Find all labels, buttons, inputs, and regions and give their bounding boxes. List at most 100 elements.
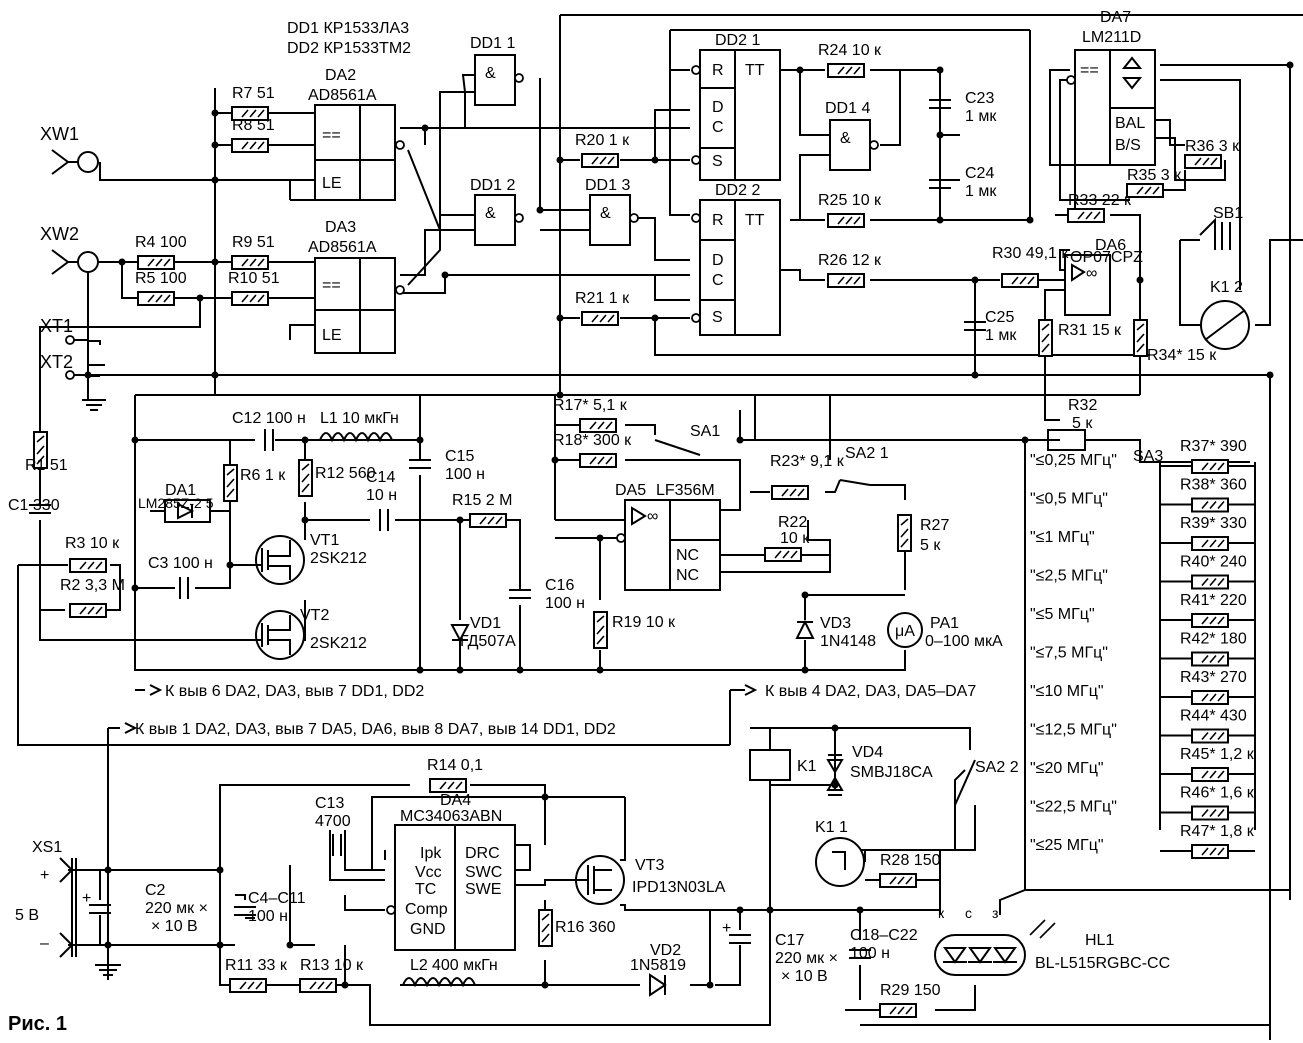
ic-da6: ∞ DA6 OP07CPZ <box>1064 237 1143 316</box>
da4-gnd: GND <box>410 921 446 938</box>
ic-da5: ∞ NC NC DA5 LF356M <box>615 482 721 591</box>
range-resistor <box>1191 536 1229 551</box>
vt1-part: 2SK212 <box>310 550 367 567</box>
resistor-r15-label: R15 2 М <box>452 492 512 509</box>
da7-ref: DA7 <box>1100 9 1131 26</box>
dd12-sym: & <box>485 205 496 222</box>
cap-label: C12 100 н <box>232 410 306 427</box>
dd22-c: C <box>712 272 724 289</box>
resistor-r34-label: R34* 15 к <box>1147 347 1217 364</box>
resistor-r28: R28 150 <box>879 852 941 888</box>
range-resistor-label: R38* 360 <box>1180 477 1247 494</box>
range-resistor <box>1191 459 1229 474</box>
range-resistor <box>1191 767 1229 782</box>
xw1-label: XW1 <box>40 124 79 144</box>
da3-ref: DA3 <box>325 219 356 236</box>
range-resistor <box>1191 574 1229 590</box>
resistor-r20-label: R20 1 к <box>575 132 630 149</box>
xs1-label: XS1 <box>32 839 62 856</box>
semiconductors: DA1 LM285Z-2 5 VT1 2SK212 VT2 2SK212 VD1… <box>138 482 1170 997</box>
resistor-r28-label: R28 150 <box>880 852 941 869</box>
da2-ref: DA2 <box>325 67 356 84</box>
da7-part: LM211D <box>1082 29 1141 46</box>
resistor-r14: R14 0,1 <box>427 757 483 793</box>
cap-ref: C14 <box>366 469 395 486</box>
cap-ref: C23 <box>965 90 994 107</box>
misc-components: μA PA1 0–100 мкА SB1 K1 2 K1 K1 1 SA1 SA… <box>15 205 1250 976</box>
l2-ref: L2 <box>410 957 428 974</box>
cap-ref: C4–C11 <box>248 890 306 907</box>
cap-value: 4700 <box>315 813 351 830</box>
da2-le: LE <box>322 175 342 192</box>
resistor-r10-label: R10 51 <box>228 270 280 287</box>
cap-label: C3 100 н <box>148 555 213 572</box>
resistor-r6: R6 1 к <box>223 464 286 502</box>
resistor-r19-label: R19 10 к <box>612 614 676 631</box>
resistor-r2: R2 3,3 М <box>60 577 125 618</box>
resistor-r13-label: R13 10 к <box>300 957 364 974</box>
resistor-r21-label: R21 1 к <box>575 290 630 307</box>
cap-value: 100 н <box>248 908 288 925</box>
range-resistor-label: R42* 180 <box>1180 631 1247 648</box>
svg-text:–: – <box>40 935 49 952</box>
dd22-r: R <box>712 212 724 229</box>
k11-label: K1 1 <box>815 819 848 836</box>
dd13-sym: & <box>600 205 611 222</box>
da7-bs: B/S <box>1115 137 1141 154</box>
hl1-pin-k: к <box>938 905 945 921</box>
range-label: "≤0,25 МГц" <box>1030 452 1117 469</box>
resistor-r10: R10 51 <box>228 270 280 306</box>
cap-value: 10 н <box>366 487 397 504</box>
resistor-r20: R20 1 к <box>575 132 630 168</box>
resistor-r25: R25 10 к <box>818 192 882 228</box>
cap-value2: × 10 В <box>781 968 828 985</box>
da4-ipk: Ipk <box>420 845 442 862</box>
range-resistor-label: R45* 1,2 к <box>1180 746 1255 763</box>
da4-vcc: Vcc <box>415 864 442 881</box>
da5-part: LF356M <box>656 482 715 499</box>
resistor-r1: R1 51 <box>25 431 68 474</box>
flipflops: R D C S TT DD2 1 R D C S TT DD2 2 <box>691 32 781 336</box>
range-label: "≤20 МГц" <box>1030 760 1104 777</box>
dd22-tt: TT <box>745 212 765 229</box>
resistor-r7: R7 51 <box>231 85 275 121</box>
da4-drc: DRC <box>465 845 500 862</box>
range-label: "≤7,5 МГц" <box>1030 645 1108 662</box>
dd22-s: S <box>712 309 723 326</box>
resistor-r27 <box>897 514 912 552</box>
dd21-c: C <box>712 119 724 136</box>
vd4-part: SMBJ18CA <box>850 764 933 781</box>
cap-value: 1 мк <box>965 108 997 125</box>
range-resistor-label: R40* 240 <box>1180 554 1247 571</box>
xt2-label: XT2 <box>40 352 73 372</box>
cap-value: 1 мк <box>965 183 997 200</box>
range-resistor <box>1191 690 1229 705</box>
svg-text:+: + <box>40 867 49 884</box>
dd22-label: DD2 2 <box>715 182 760 199</box>
cap-value: 100 н <box>545 595 585 612</box>
resistor-r25-label: R25 10 к <box>818 192 882 209</box>
resistor-r14-label: R14 0,1 <box>427 757 483 774</box>
resistor-r4-label: R4 100 <box>135 234 187 251</box>
range-label: "≤0,5 МГц" <box>1030 491 1108 508</box>
da7-cmp: == <box>1080 62 1099 79</box>
vd2-ref: VD2 <box>650 942 681 959</box>
vt2-part: 2SK212 <box>310 635 367 652</box>
da5-nc2: NC <box>676 567 699 584</box>
resistor-r29: R29 150 <box>879 982 941 1018</box>
da6-ref: DA6 <box>1095 237 1126 254</box>
xt1-label: XT1 <box>40 316 73 336</box>
vt3-part: IPD13N03LA <box>632 879 726 896</box>
da3-cmp: == <box>322 277 341 294</box>
range-resistor-label: R41* 220 <box>1180 592 1247 609</box>
power-note-1: К выв 6 DA2, DA3, выв 7 DD1, DD2 <box>165 683 424 700</box>
range-resistor <box>1191 805 1229 821</box>
sa3-ranges: "≤0,25 МГц"R37* 390"≤0,5 МГц"R38* 360"≤1… <box>1030 438 1255 859</box>
vd2-part: 1N5819 <box>630 957 686 974</box>
vd1-part: ГД507А <box>460 633 516 650</box>
range-label: "≤1 МГц" <box>1030 529 1095 546</box>
